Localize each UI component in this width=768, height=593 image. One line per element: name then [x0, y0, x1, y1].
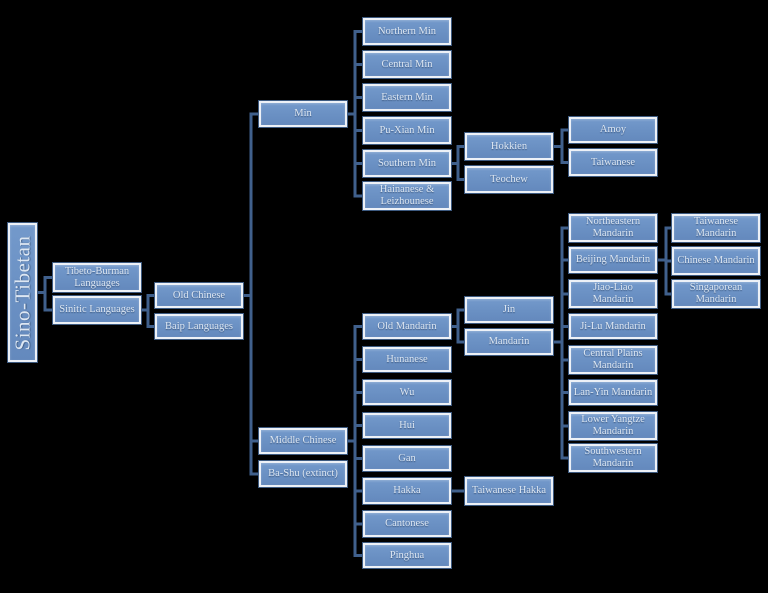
node-amoy: Amoy: [569, 117, 657, 143]
node-hui: Hui: [363, 413, 451, 438]
node-label: Sinitic Languages: [59, 304, 135, 315]
node-southwestern_mandarin: Southwestern Mandarin: [569, 444, 657, 472]
node-teochew: Teochew: [465, 166, 553, 193]
node-ji_lu_mandarin: Ji-Lu Mandarin: [569, 314, 657, 339]
node-label: Taiwanese Hakka: [471, 485, 547, 496]
node-label: Northern Min: [377, 25, 437, 37]
node-label: Old Chinese: [172, 289, 226, 301]
node-label: Southwestern Mandarin: [584, 446, 642, 469]
node-southern_min: Southern Min: [363, 150, 451, 177]
node-singaporean_mandarin: Singaporean Mandarin: [672, 280, 760, 308]
node-label: Hokkien: [490, 140, 528, 152]
node-label: Ji-Lu Mandarin: [580, 320, 646, 332]
node-label: Northeastern Mandarin: [585, 216, 641, 239]
node-label: Jiao-Liao Mandarin: [592, 282, 634, 305]
node-label: Taiwanese: [590, 156, 636, 168]
node-taiwanese_hakka: Taiwanese Hakka: [465, 477, 553, 505]
node-label: Pinghua: [389, 549, 425, 561]
node-label: Old Mandarin: [377, 320, 437, 332]
node-cantonese: Cantonese: [363, 511, 451, 537]
node-label: Min: [294, 108, 312, 119]
node-wu: Wu: [363, 380, 451, 405]
node-tibeto_burman: Tibeto-Burman Languages: [53, 263, 141, 292]
node-lan_yin_mandarin: Lan-Yin Mandarin: [569, 380, 657, 405]
node-gan: Gan: [363, 446, 451, 471]
node-label: Wu: [399, 386, 415, 398]
node-label: Mandarin: [488, 336, 530, 347]
node-taiwanese_mandarin: Taiwanese Mandarin: [672, 214, 760, 242]
node-hakka: Hakka: [363, 478, 451, 504]
node-label: Singaporean Mandarin: [689, 282, 743, 305]
node-label: Hainanese & Leizhounese: [379, 184, 435, 207]
node-label: Amoy: [599, 124, 627, 135]
node-label: Sino-Tibetan: [10, 235, 35, 350]
node-central_plains_mandarin: Central Plains Mandarin: [569, 346, 657, 374]
node-old_chinese: Old Chinese: [155, 283, 243, 308]
node-sinitic: Sinitic Languages: [53, 296, 141, 324]
node-label: Teochew: [490, 173, 528, 185]
node-jin: Jin: [465, 297, 553, 323]
node-chinese_mandarin: Chinese Mandarin: [672, 247, 760, 275]
node-hokkien: Hokkien: [465, 133, 553, 160]
node-label: Central Min: [381, 58, 433, 70]
node-lower_yangtze_mandarin: Lower Yangtze Mandarin: [569, 412, 657, 440]
node-label: Eastern Min: [381, 91, 433, 103]
node-label: Lower Yangtze Mandarin: [581, 414, 645, 437]
node-northern_min: Northern Min: [363, 18, 451, 45]
node-label: Middle Chinese: [269, 435, 337, 446]
node-taiwanese: Taiwanese: [569, 149, 657, 176]
node-hainanese_leizhounese: Hainanese & Leizhounese: [363, 182, 451, 210]
node-label: Southern Min: [377, 157, 437, 169]
node-label: Tibeto-Burman Languages: [64, 265, 130, 289]
node-label: Gan: [398, 452, 416, 464]
node-sino_tibetan: Sino-Tibetan: [8, 223, 37, 362]
node-beijing_mandarin: Beijing Mandarin: [569, 247, 657, 273]
node-middle_chinese: Middle Chinese: [259, 428, 347, 454]
node-label: Pu-Xian Min: [379, 124, 435, 136]
node-central_min: Central Min: [363, 51, 451, 78]
node-label: Hunanese: [386, 353, 428, 365]
node-puxian_min: Pu-Xian Min: [363, 117, 451, 144]
node-ba_shu: Ba-Shu (extinct): [259, 461, 347, 487]
node-label: Taiwanese Mandarin: [693, 216, 739, 239]
node-mandarin: Mandarin: [465, 329, 553, 355]
node-label: Ba-Shu (extinct): [268, 468, 338, 479]
node-hunanese: Hunanese: [363, 347, 451, 372]
node-eastern_min: Eastern Min: [363, 84, 451, 111]
node-label: Lan-Yin Mandarin: [573, 386, 653, 398]
node-label: Hui: [399, 419, 415, 431]
node-min: Min: [259, 101, 347, 127]
node-label: Cantonese: [385, 518, 429, 529]
node-label: Central Plains Mandarin: [583, 348, 643, 371]
node-old_mandarin: Old Mandarin: [363, 314, 451, 339]
node-jiao_liao_mandarin: Jiao-Liao Mandarin: [569, 280, 657, 308]
node-label: Baip Languages: [165, 320, 233, 332]
node-baip: Baip Languages: [155, 314, 243, 339]
node-label: Hakka: [393, 485, 421, 496]
node-northeastern_mandarin: Northeastern Mandarin: [569, 214, 657, 242]
node-label: Jin: [502, 304, 516, 315]
node-pinghua: Pinghua: [363, 543, 451, 568]
node-label: Beijing Mandarin: [575, 254, 651, 265]
node-label: Chinese Mandarin: [677, 255, 755, 266]
